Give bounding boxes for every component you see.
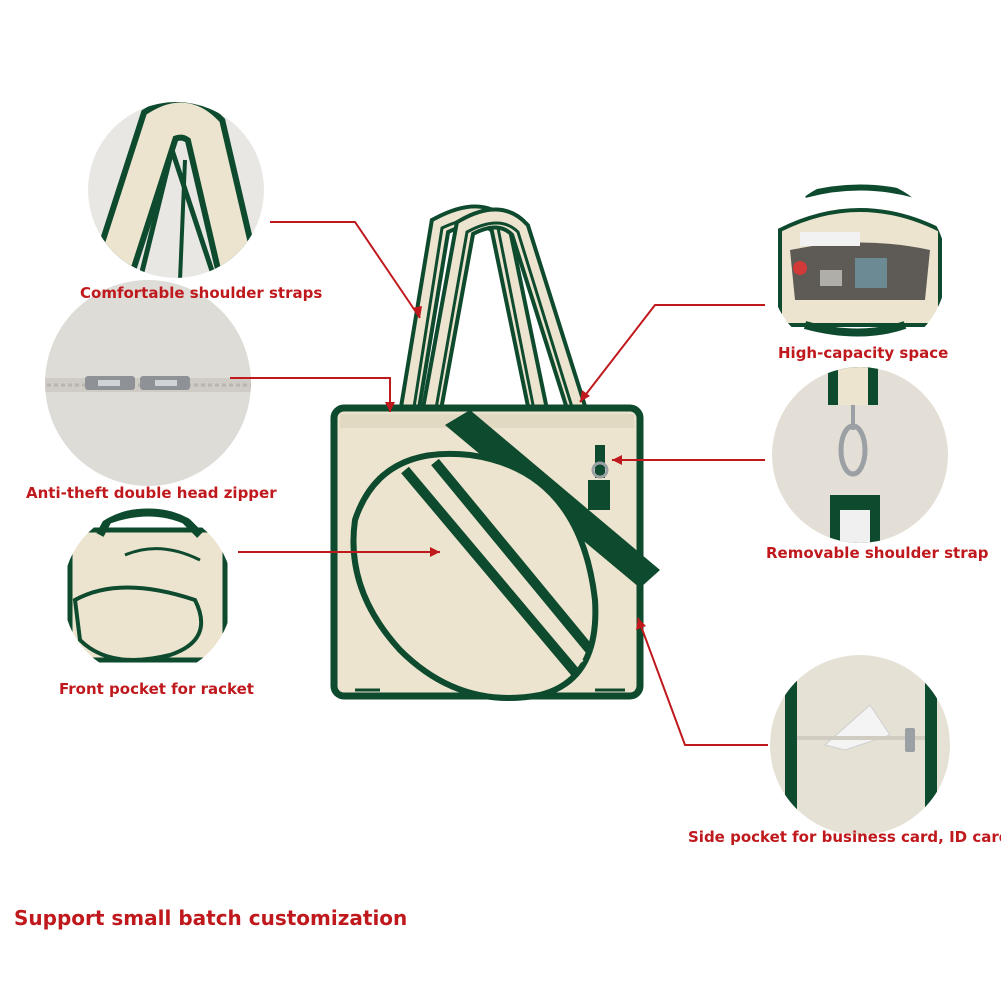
callout-shoulder-straps: Comfortable shoulder straps xyxy=(80,284,323,302)
side-pocket-closeup-image xyxy=(770,655,950,835)
line-capacity xyxy=(579,304,765,403)
line-shoulder-straps xyxy=(270,221,421,319)
footer-customization: Support small batch customization xyxy=(14,906,408,930)
zipper-closeup-image xyxy=(45,280,251,486)
callout-arrowheads xyxy=(385,306,646,630)
callout-capacity: High-capacity space xyxy=(778,344,949,362)
capacity-closeup-image xyxy=(769,179,947,357)
callout-lines xyxy=(230,221,768,746)
callout-front-pocket: Front pocket for racket xyxy=(59,680,254,698)
front-pocket-closeup-image xyxy=(63,508,233,678)
callout-side-pocket: Side pocket for business card, ID card xyxy=(688,828,1001,846)
bag-handles xyxy=(397,204,591,431)
removable-strap-closeup-image xyxy=(772,367,948,543)
bag-racket-pocket xyxy=(350,450,599,701)
main-bag-image xyxy=(330,204,660,701)
line-zipper xyxy=(230,377,391,412)
callout-removable-strap: Removable shoulder strap xyxy=(766,544,989,562)
line-side-pocket xyxy=(637,617,768,746)
callout-zipper: Anti-theft double head zipper xyxy=(26,484,277,502)
strap-closeup-image xyxy=(88,102,264,278)
